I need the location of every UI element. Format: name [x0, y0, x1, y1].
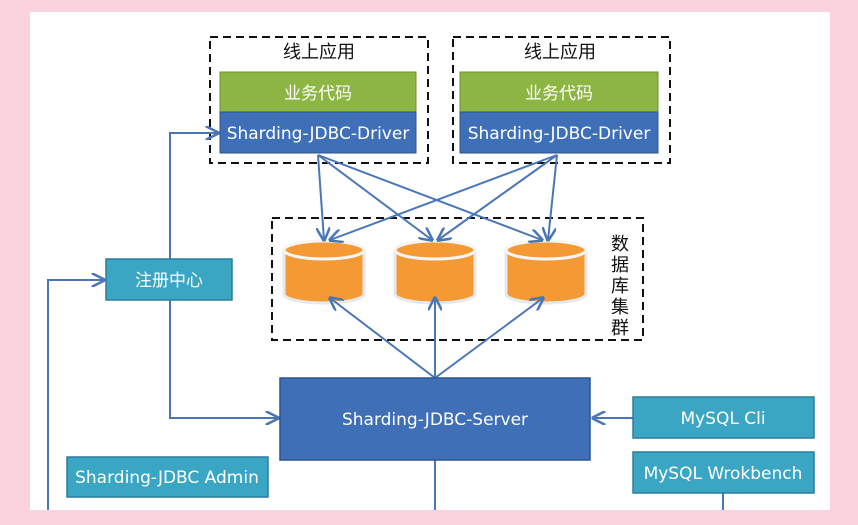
arrow	[318, 154, 324, 240]
app-box-1: 线上应用 业务代码 Sharding-JDBC-Driver	[209, 36, 429, 164]
business-code-label: 业务代码	[525, 84, 593, 104]
server-label: Sharding-JDBC-Server	[342, 410, 528, 430]
app-box-2: 线上应用 业务代码 Sharding-JDBC-Driver	[452, 36, 671, 164]
mysql-cli-box	[632, 396, 815, 439]
driver-box	[219, 111, 417, 154]
app-title: 线上应用	[283, 42, 355, 63]
driver-label: Sharding-JDBC-Driver	[468, 124, 651, 144]
business-code-label: 业务代码	[284, 84, 352, 104]
mysql-workbench-box	[632, 451, 815, 494]
admin-box	[66, 456, 269, 498]
admin-label: Sharding-JDBC Admin	[75, 468, 259, 488]
registry-label: 注册中心	[135, 271, 203, 291]
db-cluster-label-2: 据	[611, 255, 629, 276]
database-cylinder	[393, 239, 477, 305]
arrow	[330, 298, 436, 379]
driver-box	[459, 111, 659, 154]
connectors	[47, 133, 724, 510]
arrow	[317, 154, 542, 240]
arrow	[548, 154, 558, 240]
driver-label: Sharding-JDBC-Driver	[227, 124, 410, 144]
database-cylinder	[282, 239, 366, 305]
database-cylinder	[504, 239, 588, 305]
business-code-box	[219, 71, 417, 113]
arrow	[438, 154, 558, 240]
app-title: 线上应用	[524, 42, 596, 63]
arrow	[330, 154, 558, 240]
server-box	[279, 377, 591, 461]
registry-box	[105, 258, 233, 301]
mysql-workbench-label: MySQL Wrokbench	[644, 464, 803, 484]
db-cluster-label-3: 库	[611, 276, 629, 297]
mysql-cli-label: MySQL Cli	[680, 409, 765, 429]
arrow	[434, 298, 543, 379]
db-cluster-label-4: 集	[611, 297, 629, 318]
arrow	[317, 154, 432, 240]
db-cluster-label-5: 群	[611, 318, 629, 339]
arrow	[47, 280, 104, 510]
db-cluster: 数 据 库 集 群	[271, 217, 644, 341]
db-cluster-label-1: 数	[611, 234, 629, 255]
